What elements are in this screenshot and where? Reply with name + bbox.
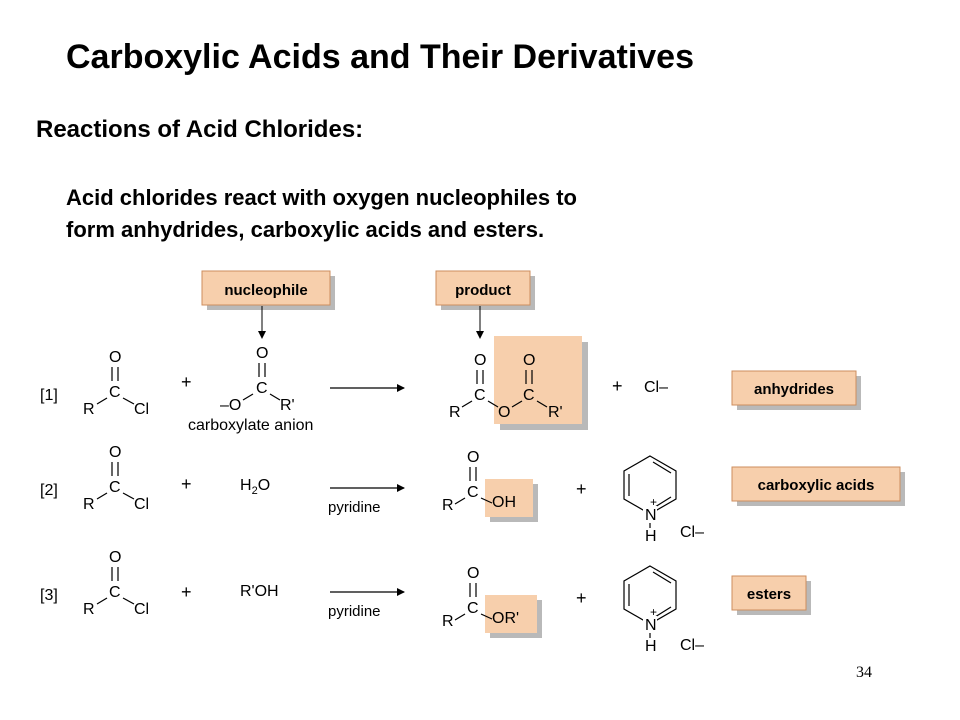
acid-chloride: O C R Cl xyxy=(83,349,149,418)
svg-text:N: N xyxy=(645,617,657,634)
acid-chloride: O C R Cl xyxy=(83,549,149,618)
slide-title: Carboxylic Acids and Their Derivatives xyxy=(66,38,694,76)
svg-text:OH: OH xyxy=(492,494,516,511)
reaction-number: [3] xyxy=(40,587,58,604)
label-anhydrides: anhydrides xyxy=(731,370,861,410)
svg-text:O: O xyxy=(498,404,510,421)
pyridinium-ion: N + H Cl– xyxy=(623,565,704,655)
svg-text:C: C xyxy=(109,584,121,601)
page-number: 34 xyxy=(856,664,872,681)
plus-sign: + xyxy=(181,474,192,494)
chloride-ion: Cl– xyxy=(644,379,668,396)
plus-sign: + xyxy=(576,588,587,608)
svg-text:R: R xyxy=(442,497,454,514)
plus-sign: + xyxy=(576,479,587,499)
reaction-condition: pyridine xyxy=(328,603,381,620)
svg-text:Cl: Cl xyxy=(134,601,149,618)
svg-text:Cl: Cl xyxy=(134,496,149,513)
carboxylate-anion: O C –O R' carboxylate anion xyxy=(188,345,313,434)
svg-text:R': R' xyxy=(548,404,563,421)
product-callout: product xyxy=(435,270,535,339)
product-highlight xyxy=(494,336,582,424)
reaction-2: [2] O C R Cl + H2O pyridine O C R OH + xyxy=(40,444,905,545)
product-callout-label: product xyxy=(455,282,511,299)
svg-text:C: C xyxy=(256,380,268,397)
svg-text:O: O xyxy=(109,349,121,366)
svg-text:O: O xyxy=(523,352,535,369)
acid-chloride: O C R Cl xyxy=(83,444,149,513)
description-line-1: Acid chlorides react with oxygen nucleop… xyxy=(66,185,577,210)
svg-text:Cl: Cl xyxy=(134,401,149,418)
reaction-1: [1] O C R Cl + O C –O R' carboxylate ani… xyxy=(40,336,861,434)
plus-sign: + xyxy=(181,582,192,602)
plus-sign: + xyxy=(181,372,192,392)
svg-text:H: H xyxy=(645,528,657,545)
reaction-number: [2] xyxy=(40,482,58,499)
svg-text:–O: –O xyxy=(220,397,241,414)
carboxylate-anion-caption: carboxylate anion xyxy=(188,417,313,434)
svg-text:C: C xyxy=(474,387,486,404)
label-esters: esters xyxy=(731,575,811,615)
svg-text:+: + xyxy=(650,605,657,619)
reaction-number: [1] xyxy=(40,387,58,404)
reaction-condition: pyridine xyxy=(328,499,381,516)
chloride-ion: Cl– xyxy=(680,524,704,541)
anhydride-product: O C R O O C R' xyxy=(449,336,588,430)
description-line-2: form anhydrides, carboxylic acids and es… xyxy=(66,217,545,242)
alcohol-nucleophile: R'OH xyxy=(240,583,279,600)
svg-text:O: O xyxy=(256,345,268,362)
reaction-3: [3] O C R Cl + R'OH pyridine O C R OR' + xyxy=(40,549,811,655)
svg-text:C: C xyxy=(467,600,479,617)
svg-text:O: O xyxy=(467,449,479,466)
svg-text:O: O xyxy=(109,444,121,461)
svg-text:R: R xyxy=(83,496,95,513)
slide-subtitle: Reactions of Acid Chlorides: xyxy=(36,116,364,143)
svg-text:R: R xyxy=(83,401,95,418)
svg-text:OR': OR' xyxy=(492,610,519,627)
svg-text:+: + xyxy=(650,495,657,509)
svg-text:R: R xyxy=(83,601,95,618)
slide-description: Acid chlorides react with oxygen nucleop… xyxy=(66,182,577,246)
svg-text:C: C xyxy=(523,387,535,404)
svg-text:C: C xyxy=(109,479,121,496)
plus-sign: + xyxy=(612,376,623,396)
svg-text:anhydrides: anhydrides xyxy=(754,381,834,398)
svg-text:R: R xyxy=(442,613,454,630)
svg-text:R: R xyxy=(449,404,461,421)
nucleophile-callout-label: nucleophile xyxy=(224,282,307,299)
water-nucleophile: H2O xyxy=(240,477,270,497)
svg-text:R': R' xyxy=(280,397,295,414)
pyridinium-ion: N + H Cl– xyxy=(623,455,704,545)
svg-text:O: O xyxy=(109,549,121,566)
nucleophile-callout: nucleophile xyxy=(201,270,335,339)
ester-product: O C R OR' xyxy=(442,565,542,638)
svg-text:O: O xyxy=(474,352,486,369)
svg-text:O: O xyxy=(467,565,479,582)
carboxylic-acid-product: O C R OH xyxy=(442,449,538,522)
svg-text:C: C xyxy=(467,484,479,501)
product-highlight xyxy=(485,479,533,517)
product-highlight xyxy=(485,595,537,633)
chloride-ion: Cl– xyxy=(680,637,704,654)
svg-text:esters: esters xyxy=(747,586,791,603)
svg-text:C: C xyxy=(109,384,121,401)
label-carboxylic-acids: carboxylic acids xyxy=(731,466,905,506)
svg-text:N: N xyxy=(645,507,657,524)
svg-text:carboxylic acids: carboxylic acids xyxy=(758,477,875,494)
svg-text:H: H xyxy=(645,638,657,655)
